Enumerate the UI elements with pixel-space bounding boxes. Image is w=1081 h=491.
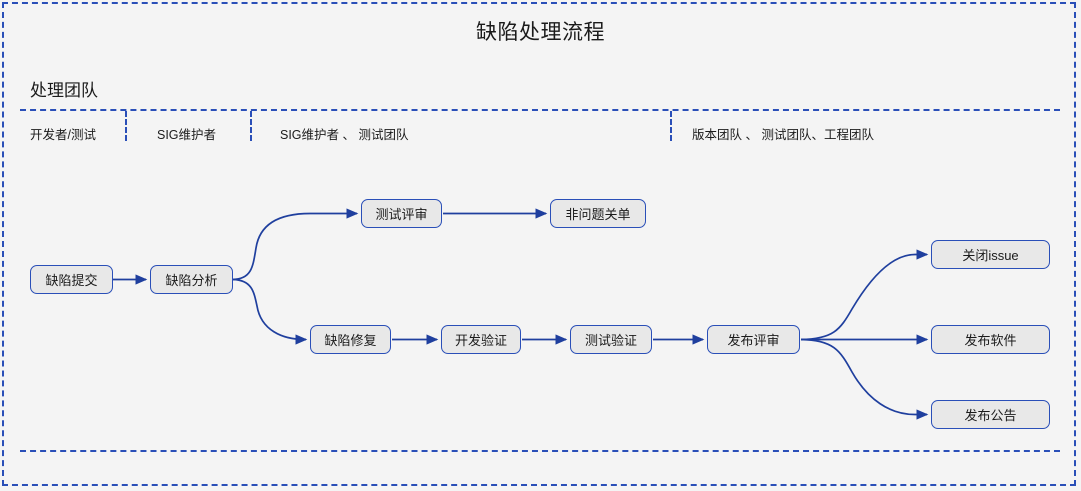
node-label: 测试验证 — [584, 333, 637, 348]
lane-label-sig-maintainer: SIG维护者 — [157, 128, 217, 142]
pool-divider-bottom — [20, 450, 1060, 452]
page-title: 缺陷处理流程 — [476, 21, 605, 44]
edge-rel-review-to-rel-notice — [800, 338, 929, 420]
diagram-outer-frame — [2, 2, 1076, 486]
lane-separator-1 — [125, 111, 127, 141]
lane-label-sig-maintainer-test-team: SIG维护者 、 测试团队 — [280, 128, 409, 142]
edge-rel-review-to-close-issue — [800, 249, 929, 341]
pool-divider-top — [20, 109, 1060, 111]
node-release-notice[interactable]: 发布公告 — [931, 400, 1050, 429]
node-release-review[interactable]: 发布评审 — [707, 325, 800, 354]
lane-separator-3 — [670, 111, 672, 141]
node-fix-defect[interactable]: 缺陷修复 — [310, 325, 391, 354]
node-label: 关闭issue — [962, 248, 1019, 263]
node-label: 非问题关单 — [565, 207, 631, 222]
node-label: 开发验证 — [454, 333, 507, 348]
node-label: 发布公告 — [964, 408, 1017, 423]
node-submit-defect[interactable]: 缺陷提交 — [30, 265, 113, 294]
lane-label-release-test-eng-team: 版本团队 、 测试团队、工程团队 — [692, 128, 874, 142]
node-label: 发布软件 — [964, 333, 1017, 348]
node-analyze-defect[interactable]: 缺陷分析 — [150, 265, 233, 294]
lane-label-developer-test: 开发者/测试 — [30, 128, 96, 142]
node-label: 测试评审 — [375, 207, 428, 222]
node-dev-verify[interactable]: 开发验证 — [441, 325, 521, 354]
node-non-issue-close[interactable]: 非问题关单 — [550, 199, 646, 228]
node-label: 缺陷提交 — [45, 273, 98, 288]
node-label: 缺陷分析 — [165, 273, 218, 288]
pool-label: 处理团队 — [30, 81, 98, 100]
node-label: 缺陷修复 — [324, 333, 377, 348]
lane-separator-2 — [250, 111, 252, 141]
node-label: 发布评审 — [727, 333, 780, 348]
edge-analyze-to-test-review — [232, 208, 359, 281]
node-test-review[interactable]: 测试评审 — [361, 199, 442, 228]
node-test-verify[interactable]: 测试验证 — [570, 325, 652, 354]
node-release-software[interactable]: 发布软件 — [931, 325, 1050, 354]
node-close-issue[interactable]: 关闭issue — [931, 240, 1050, 269]
edge-analyze-to-fix — [232, 278, 308, 345]
